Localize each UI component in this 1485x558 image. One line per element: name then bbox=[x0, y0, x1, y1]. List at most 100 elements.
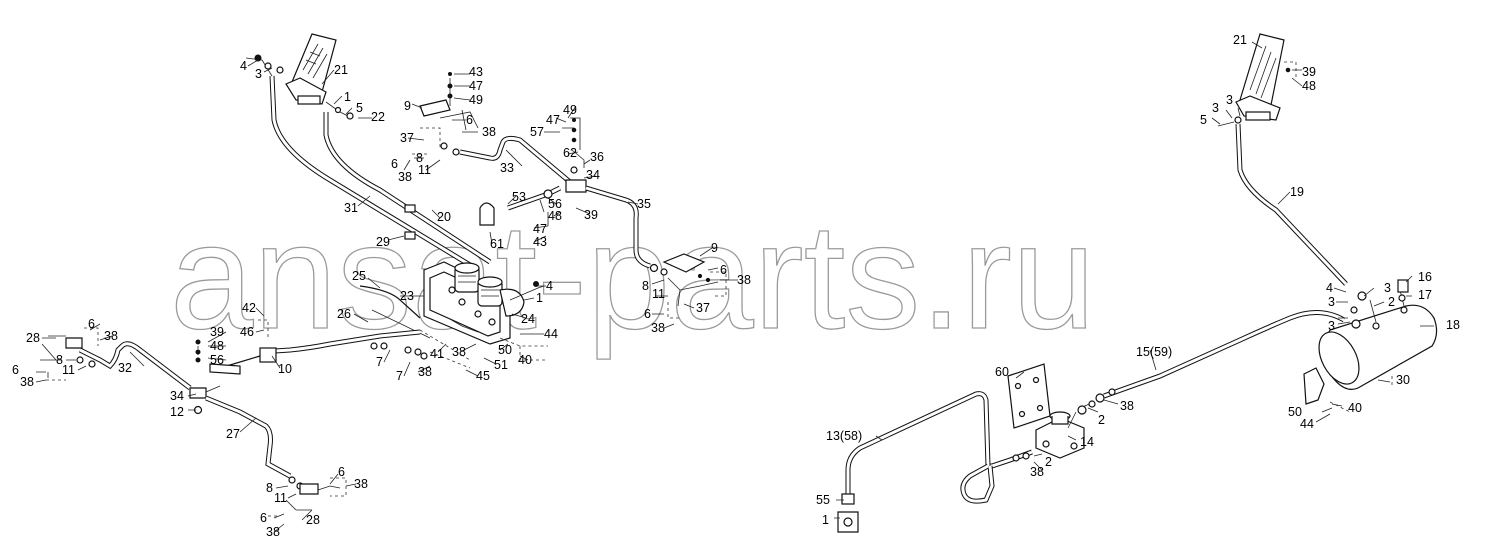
callout-label: 8 bbox=[266, 481, 273, 495]
callout-label: 46 bbox=[240, 325, 254, 339]
callout-label: 2 bbox=[1045, 455, 1052, 469]
callout-label: 50 bbox=[1288, 405, 1302, 419]
callout-label: 5 bbox=[356, 101, 363, 115]
callout-label: 6 bbox=[644, 307, 651, 321]
callout-label: 26 bbox=[337, 307, 351, 321]
callout-label: 6 bbox=[391, 157, 398, 171]
callout-label: 28 bbox=[26, 331, 40, 345]
callout-label: 49 bbox=[469, 93, 483, 107]
callout-label: 4 bbox=[546, 279, 553, 293]
callout-label: 48 bbox=[210, 339, 224, 353]
callout-label: 7 bbox=[376, 355, 383, 369]
callout-label: 13(58) bbox=[826, 429, 862, 443]
callout-labels: 4 3 21 1 5 22 43 47 49 9 6 38 37 8 11 6 … bbox=[12, 33, 1460, 539]
callout-label: 34 bbox=[170, 389, 184, 403]
callout-label: 38 bbox=[104, 329, 118, 343]
callout-label: 38 bbox=[737, 273, 751, 287]
callout-label: 1 bbox=[536, 291, 543, 305]
callout-label: 4 bbox=[240, 59, 247, 73]
callout-label: 47 bbox=[533, 222, 547, 236]
brake-pedal-right bbox=[1235, 33, 1297, 121]
callout-label: 38 bbox=[452, 345, 466, 359]
callout-label: 25 bbox=[352, 269, 366, 283]
callout-label: 47 bbox=[469, 79, 483, 93]
leader-lines bbox=[35, 41, 1434, 533]
callout-label: 43 bbox=[469, 65, 483, 79]
callout-label: 39 bbox=[1302, 65, 1316, 79]
callout-label: 53 bbox=[512, 190, 526, 204]
callout-label: 39 bbox=[584, 208, 598, 222]
callout-label: 45 bbox=[476, 369, 490, 383]
callout-label: 40 bbox=[1348, 401, 1362, 415]
callout-label: 43 bbox=[533, 235, 547, 249]
callout-label: 32 bbox=[118, 361, 132, 375]
callout-label: 51 bbox=[494, 358, 508, 372]
callout-label: 37 bbox=[400, 131, 414, 145]
callout-label: 7 bbox=[396, 369, 403, 383]
callout-label: 14 bbox=[1080, 435, 1094, 449]
callout-label: 9 bbox=[711, 241, 718, 255]
callout-label: 24 bbox=[521, 312, 535, 326]
right-assembly bbox=[837, 33, 1438, 533]
callout-label: 29 bbox=[376, 235, 390, 249]
callout-label: 35 bbox=[637, 197, 651, 211]
callout-label: 11 bbox=[62, 363, 75, 377]
callout-label: 56 bbox=[210, 353, 224, 367]
callout-label: 62 bbox=[563, 146, 577, 160]
callout-label: 57 bbox=[530, 125, 544, 139]
callout-label: 38 bbox=[354, 477, 368, 491]
callout-label: 9 bbox=[404, 99, 411, 113]
callout-label: 3 bbox=[1384, 281, 1391, 295]
callout-label: 6 bbox=[260, 511, 267, 525]
callout-label: 48 bbox=[548, 209, 562, 223]
callout-label: 12 bbox=[170, 405, 184, 419]
callout-label: 22 bbox=[371, 110, 385, 124]
callout-label: 61 bbox=[490, 237, 504, 251]
callout-label: 5 bbox=[1200, 113, 1207, 127]
callout-label: 8 bbox=[642, 279, 649, 293]
callout-label: 3 bbox=[255, 67, 262, 81]
callout-label: 39 bbox=[210, 325, 224, 339]
callout-label: 34 bbox=[586, 168, 600, 182]
callout-label: 6 bbox=[466, 113, 473, 127]
callout-label: 38 bbox=[418, 365, 432, 379]
callout-label: 56 bbox=[548, 197, 562, 211]
callout-label: 15(59) bbox=[1136, 345, 1172, 359]
callout-label: 38 bbox=[1030, 465, 1044, 479]
callout-label: 38 bbox=[266, 525, 280, 539]
callout-label: 44 bbox=[1300, 417, 1314, 431]
callout-label: 41 bbox=[430, 347, 444, 361]
callout-label: 21 bbox=[1233, 33, 1247, 47]
callout-label: 8 bbox=[56, 353, 63, 367]
callout-label: 33 bbox=[500, 161, 514, 175]
left-assembly bbox=[40, 33, 727, 517]
callout-label: 21 bbox=[334, 63, 348, 77]
callout-label: 28 bbox=[306, 513, 320, 527]
callout-label: 11 bbox=[418, 163, 431, 177]
callout-label: 27 bbox=[226, 427, 240, 441]
callout-label: 11 bbox=[652, 287, 665, 301]
callout-label: 6 bbox=[88, 317, 95, 331]
callout-label: 16 bbox=[1418, 270, 1432, 284]
brake-valve-right bbox=[1035, 400, 1096, 459]
callout-label: 11 bbox=[274, 491, 287, 505]
callout-label: 30 bbox=[1396, 373, 1410, 387]
callout-label: 49 bbox=[563, 103, 577, 117]
callout-label: 50 bbox=[498, 343, 512, 357]
callout-label: 17 bbox=[1418, 288, 1432, 302]
callout-label: 47 bbox=[546, 113, 560, 127]
callout-label: 38 bbox=[20, 375, 34, 389]
callout-label: 3 bbox=[1226, 93, 1233, 107]
callout-label: 20 bbox=[437, 210, 451, 224]
watermark: ansat-parts.ru bbox=[170, 192, 1095, 360]
callout-label: 38 bbox=[651, 321, 665, 335]
callout-label: 37 bbox=[696, 301, 710, 315]
callout-label: 55 bbox=[816, 493, 830, 507]
callout-label: 31 bbox=[344, 201, 358, 215]
callout-label: 36 bbox=[590, 150, 604, 164]
callout-label: 6 bbox=[12, 363, 19, 377]
brake-valve-assembly bbox=[423, 261, 525, 345]
callout-label: 38 bbox=[398, 170, 412, 184]
callout-label: 3 bbox=[1328, 295, 1335, 309]
